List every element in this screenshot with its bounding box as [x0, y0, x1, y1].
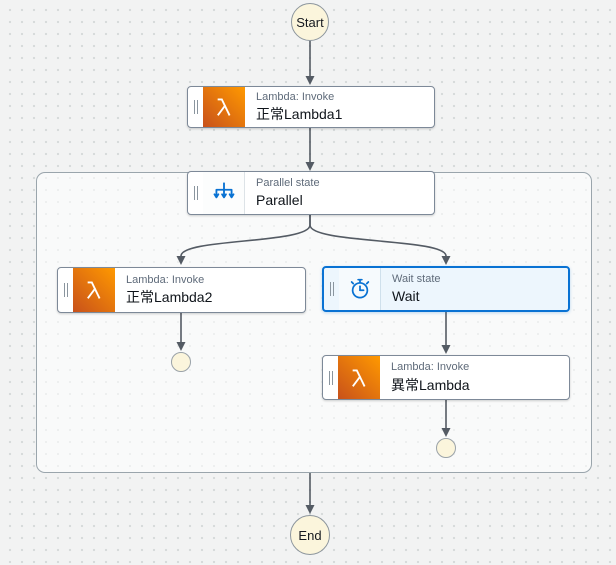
arrowhead-lambda1 [305, 76, 315, 85]
state-wait[interactable]: Wait state Wait [322, 266, 570, 312]
drag-handle-icon[interactable] [323, 356, 338, 399]
state-type-label: Parallel state [256, 176, 320, 189]
state-name: 正常Lambda1 [256, 106, 343, 123]
parallel-branch-container[interactable] [36, 172, 592, 473]
parallel-icon [203, 172, 245, 214]
drag-handle-icon[interactable] [324, 268, 339, 310]
drag-handle-icon[interactable] [188, 172, 203, 214]
state-type-label: Lambda: Invoke [256, 90, 335, 103]
start-node: Start [291, 3, 329, 41]
state-lambda1[interactable]: Lambda: Invoke 正常Lambda1 [187, 86, 435, 128]
lambda-icon [73, 268, 115, 312]
branch-end-right [436, 438, 456, 458]
start-label: Start [296, 14, 324, 30]
state-name: Wait [392, 288, 420, 305]
arrowhead-end [305, 505, 315, 514]
wait-icon [339, 268, 381, 310]
end-node: End [290, 515, 330, 555]
lambda-icon [203, 87, 245, 127]
arrowhead-parallel [305, 162, 315, 171]
state-type-label: Wait state [392, 272, 441, 285]
state-name: 異常Lambda [391, 376, 470, 393]
state-name: 正常Lambda2 [126, 289, 213, 306]
state-type-label: Lambda: Invoke [126, 273, 205, 286]
state-parallel[interactable]: Parallel state Parallel [187, 171, 435, 215]
state-name: Parallel [256, 192, 303, 209]
state-lambda2[interactable]: Lambda: Invoke 正常Lambda2 [57, 267, 306, 313]
state-type-label: Lambda: Invoke [391, 361, 470, 374]
branch-end-left [171, 352, 191, 372]
state-lambda3[interactable]: Lambda: Invoke 異常Lambda [322, 355, 570, 400]
drag-handle-icon[interactable] [58, 268, 73, 312]
lambda-icon [338, 356, 380, 399]
drag-handle-icon[interactable] [188, 87, 203, 127]
end-label: End [298, 527, 322, 543]
